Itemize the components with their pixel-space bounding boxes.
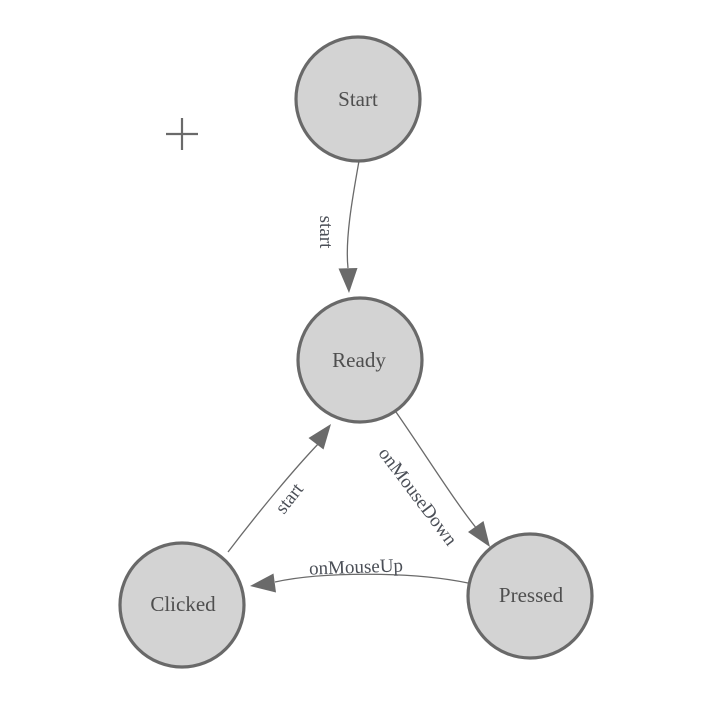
state-node-start[interactable]: Start (294, 35, 422, 163)
arrowhead-icon (250, 573, 276, 593)
edge-ready-to-pressed[interactable]: onMouseDown (374, 411, 490, 551)
state-node-pressed[interactable]: Pressed (466, 532, 594, 660)
edge-label-start-1[interactable]: start (315, 216, 336, 249)
crosshair-cursor-icon (166, 118, 198, 150)
arrowhead-icon (308, 424, 331, 450)
node-label-pressed: Pressed (499, 583, 564, 607)
edge-pressed-to-clicked[interactable]: onMouseUp (250, 555, 469, 593)
node-circle (466, 532, 594, 660)
node-label-start: Start (338, 87, 378, 111)
node-circle (294, 35, 422, 163)
node-circle (118, 541, 246, 669)
edge-clicked-to-ready[interactable]: start (227, 424, 331, 553)
edge-line[interactable] (227, 441, 321, 553)
node-circle (296, 296, 424, 424)
edge-label-onmousedown[interactable]: onMouseDown (374, 444, 462, 551)
node-label-ready: Ready (332, 348, 386, 372)
state-node-clicked[interactable]: Clicked (118, 541, 246, 669)
edge-label-start-2[interactable]: start (271, 479, 308, 518)
edge-line[interactable] (274, 573, 469, 584)
edge-start-to-ready[interactable]: start (315, 160, 360, 293)
state-node-ready[interactable]: Ready (296, 296, 424, 424)
node-label-clicked: Clicked (150, 592, 216, 616)
arrowhead-icon (468, 521, 490, 547)
edge-line[interactable] (395, 411, 483, 536)
edge-label-onmouseup[interactable]: onMouseUp (309, 555, 404, 579)
arrowhead-icon (338, 268, 358, 293)
edge-line[interactable] (346, 160, 360, 269)
